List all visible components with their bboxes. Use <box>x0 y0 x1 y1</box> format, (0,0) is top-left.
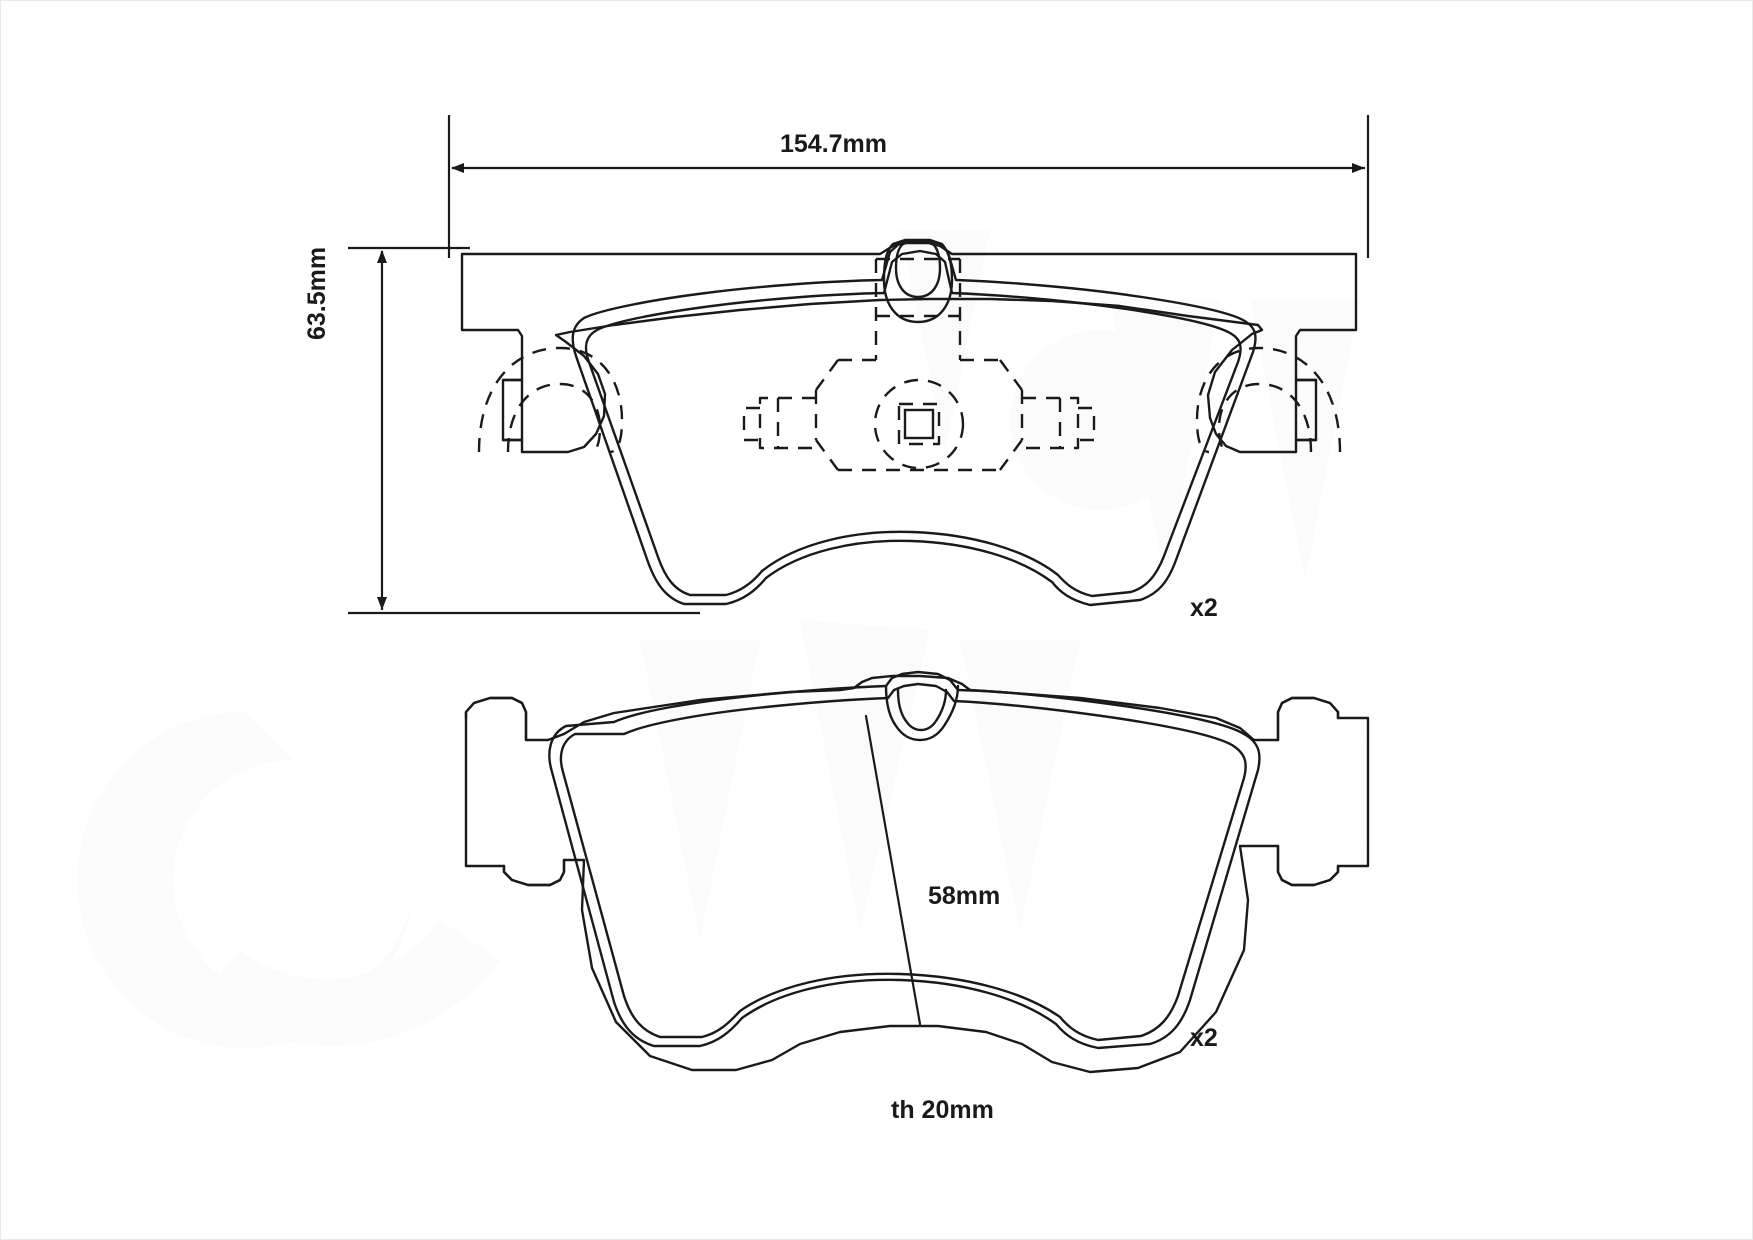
lower-pad-friction-outline <box>548 670 1261 1050</box>
lower-pad-friction-inner-line <box>559 682 1247 1042</box>
lower-pad-center-notch <box>884 684 960 742</box>
upper-pad-hidden-details <box>477 257 1342 472</box>
upper-hidden-center-circle <box>873 378 965 470</box>
upper-pad-right-ear-notch <box>1294 378 1318 442</box>
upper-hidden-right-arc-inner <box>1217 382 1313 454</box>
upper-brake-pad <box>460 238 1358 607</box>
lower-pad-section-line <box>864 714 922 1026</box>
upper-pad-center-square-solid <box>903 408 935 440</box>
upper-pad-friction-inner-line <box>584 249 1242 598</box>
lower-pad-quantity-label: x2 <box>1190 1024 1218 1052</box>
upper-hidden-sensor-box <box>874 259 962 360</box>
height-dimension-label: 63.5mm <box>303 246 331 340</box>
upper-pad-sensor-slot-inner <box>894 239 942 299</box>
lower-pad-left-ear-top <box>464 696 528 742</box>
inner-height-dimension-label: 58mm <box>928 882 1001 910</box>
thickness-dimension-label: th 20mm <box>891 1096 994 1124</box>
lower-pad-left-ear-notch <box>502 858 566 887</box>
upper-pad-sensor-slot <box>882 238 954 324</box>
lower-pad-right-ear-top <box>1276 696 1340 742</box>
upper-hidden-left-arc-outer <box>477 346 624 454</box>
upper-hidden-shim-outline <box>814 358 1024 472</box>
lower-pad-center-notch-inner <box>896 688 948 732</box>
width-dimension-label: 154.7mm <box>780 130 888 158</box>
upper-pad-quantity-label: x2 <box>1190 594 1218 622</box>
upper-hidden-right-arc-outer <box>1195 346 1342 454</box>
upper-hidden-left-wing <box>742 396 816 450</box>
lower-brake-pad <box>464 670 1370 1074</box>
watermark-logo <box>77 230 1360 1048</box>
lower-pad-right-ear-notch <box>1276 844 1340 887</box>
upper-hidden-right-wing <box>1022 396 1096 450</box>
height-dimension <box>348 246 700 615</box>
upper-hidden-center-square <box>897 402 941 446</box>
upper-pad-left-ear-notch <box>501 378 524 442</box>
width-dimension <box>447 115 1370 258</box>
upper-pad-backing-plate <box>460 241 1358 454</box>
upper-pad-friction-outline <box>571 238 1257 607</box>
upper-hidden-left-arc-inner <box>506 382 602 454</box>
